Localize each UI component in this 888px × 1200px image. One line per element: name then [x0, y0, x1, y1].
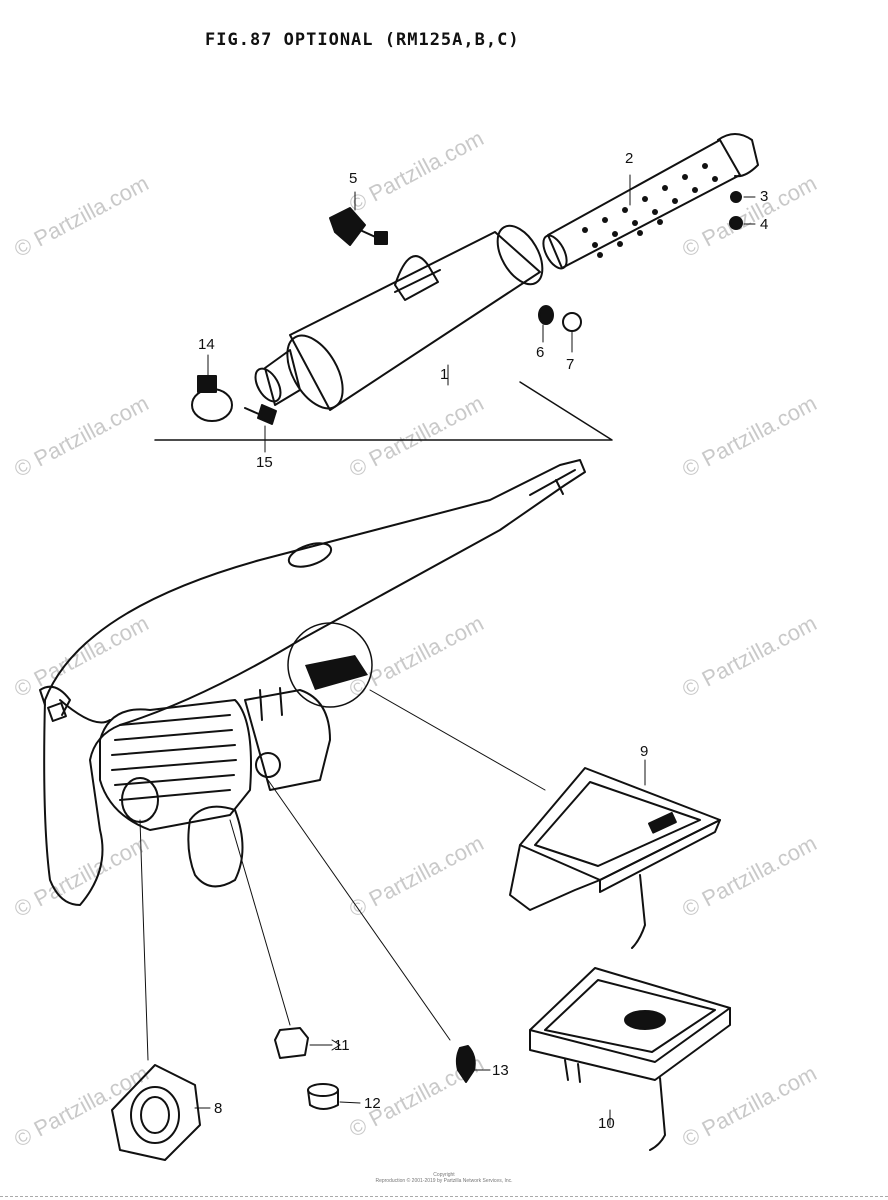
- nut-4: [729, 216, 743, 230]
- air-cleaner-cover-9: [509, 767, 721, 949]
- callout-label: 12: [364, 1095, 381, 1112]
- callout-label: 14: [198, 336, 215, 353]
- perforated-pipe: [542, 133, 759, 270]
- cap-12: [307, 1083, 339, 1110]
- washer-3: [730, 191, 742, 203]
- callout-label: 8: [214, 1100, 223, 1117]
- divider-line: [154, 381, 613, 441]
- callout-label: 4: [760, 216, 769, 233]
- nut-7: [562, 312, 582, 332]
- callout-label: 7: [566, 356, 575, 373]
- callout-label: 9: [640, 743, 649, 760]
- callout-label: 3: [760, 188, 769, 205]
- figure-title: FIG.87 OPTIONAL (RM125A,B,C): [205, 30, 520, 50]
- clamp-14: [191, 375, 233, 422]
- silencer-muffler: [254, 224, 544, 411]
- engine-assembly: [99, 687, 331, 888]
- callout-label: 11: [334, 1037, 350, 1054]
- copyright-footer: Copyright Reproduction © 2001-2019 by Pa…: [0, 1172, 888, 1184]
- expansion-chamber: [39, 459, 586, 906]
- intake-pipe-8: [111, 1064, 201, 1161]
- callout-label: 13: [492, 1062, 509, 1079]
- footer-line-1: Copyright: [433, 1172, 455, 1178]
- washer-6: [538, 305, 554, 325]
- callout-label: 2: [625, 150, 634, 167]
- callout-label: 1: [440, 366, 449, 383]
- air-filter-10: [529, 967, 731, 1151]
- detail-circle-airbox: [287, 622, 373, 708]
- callout-label: 5: [349, 170, 358, 187]
- screw-15: [244, 404, 277, 425]
- mounting-bolt: [329, 207, 388, 246]
- bulb-13: [455, 1045, 476, 1083]
- footer-line-2: Reproduction © 2001-2019 by Partzilla Ne…: [375, 1178, 513, 1184]
- callout-label: 6: [536, 344, 545, 361]
- block-11: [274, 1027, 309, 1059]
- bottom-divider: [0, 1196, 888, 1197]
- callout-label: 10: [598, 1115, 615, 1132]
- callout-label: 15: [256, 454, 273, 471]
